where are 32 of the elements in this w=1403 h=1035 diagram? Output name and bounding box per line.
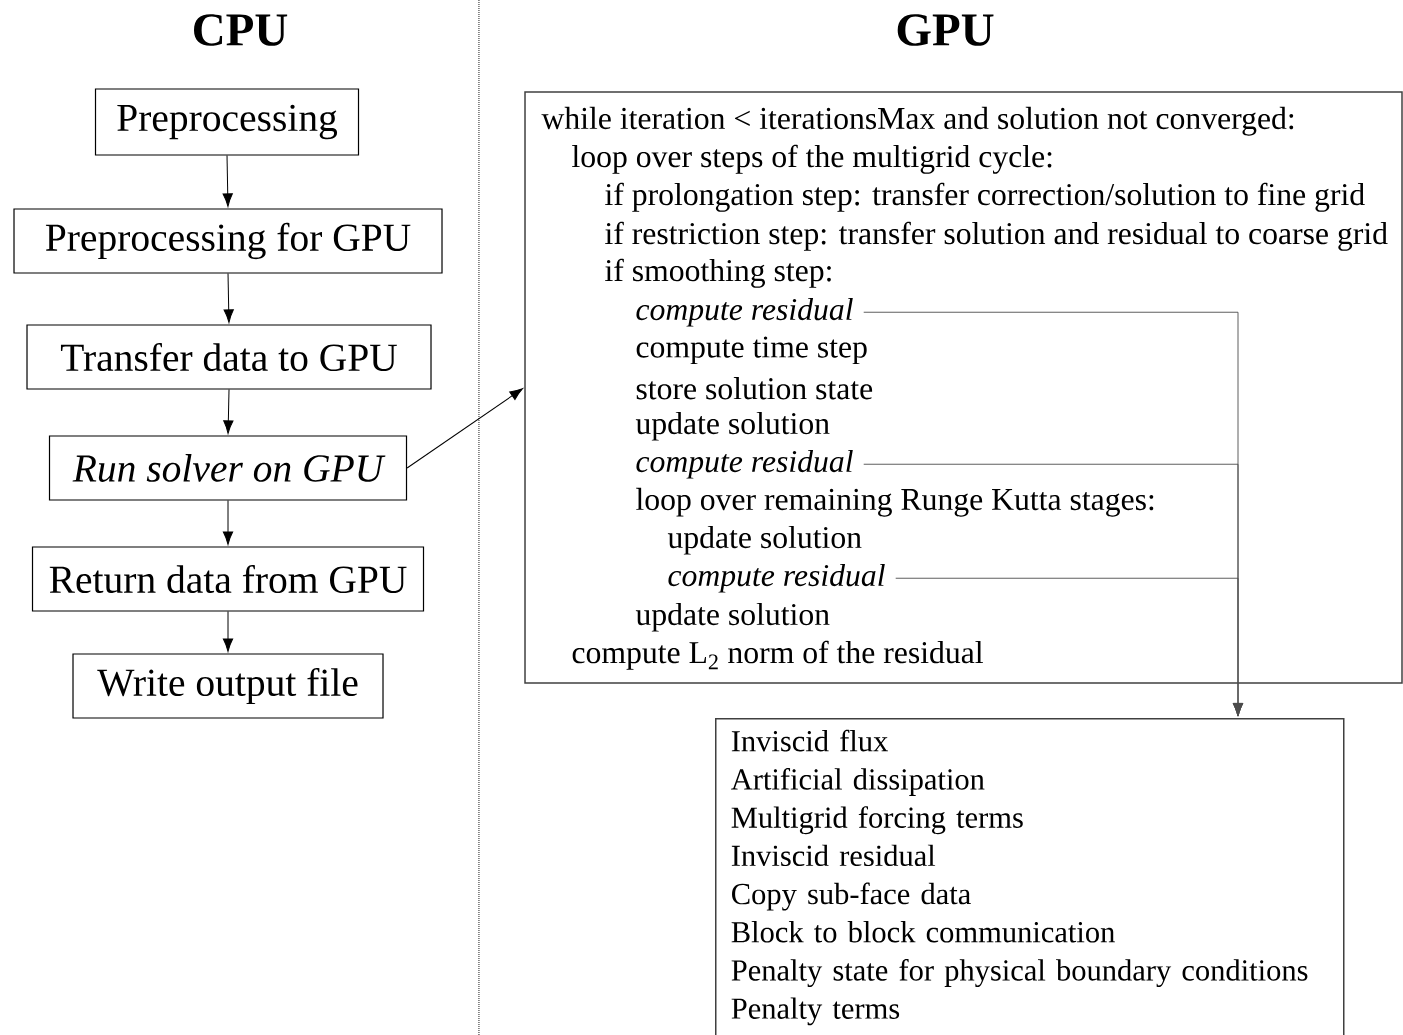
- arrow: [222, 155, 233, 207]
- pseudocode-box: [524, 91, 1403, 684]
- code-line: update solution: [667, 525, 862, 555]
- code-line: loop over steps of the multigrid cycle:: [572, 144, 1052, 174]
- code-line: compute residual: [668, 563, 885, 593]
- code-line: update solution: [635, 411, 830, 441]
- code-line: while iteration < iterationsMax and solution not converged:: [541, 106, 1294, 136]
- code-line: store solution state: [636, 377, 873, 400]
- code-line: compute L$_{2}$ norm of the residual: [572, 640, 983, 670]
- process-box: Preprocessing: [94, 88, 360, 156]
- arrow: [222, 500, 234, 545]
- code-line: update solution: [635, 602, 830, 632]
- process-box: Return data from GPU: [31, 546, 425, 612]
- code-line: if prolongation step: transfer correction/solution to fine grid: [605, 182, 1365, 212]
- code-line: if smoothing step:: [605, 258, 831, 288]
- process-box: Transfer data to GPU: [26, 324, 432, 390]
- code-line: if restriction step: transfer solution and residual to coarse grid: [605, 221, 1388, 251]
- list-box: Inviscid flux Artificial dissipation Multigrid forcing terms Inviscid residual Copy sub-face data Block to block communication Penalty state for physical boundary conditions Penalty terms: [715, 718, 1345, 1035]
- column-heading: GPU: [897, 14, 994, 46]
- arrow: [223, 273, 234, 323]
- code-line: compute time step: [636, 336, 867, 365]
- code-line: compute residual: [636, 297, 853, 327]
- arrow: [223, 389, 234, 434]
- arrow: [895, 577, 1244, 717]
- process-box: Write output file: [72, 653, 384, 719]
- column-heading: CPU: [194, 14, 288, 46]
- process-box: Preprocessing for GPU: [13, 208, 443, 274]
- arrow: [222, 611, 234, 652]
- code-line: loop over remaining Runge Kutta stages:: [636, 487, 1154, 517]
- code-line: compute residual: [636, 449, 853, 479]
- process-box: Run solver on GPU: [48, 435, 408, 501]
- arrow: [406, 388, 523, 469]
